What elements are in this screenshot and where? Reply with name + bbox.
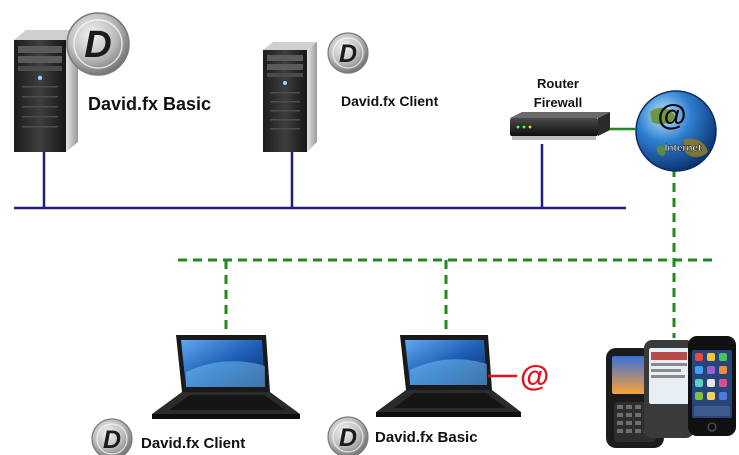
david-fx-logo-icon: D <box>66 12 130 76</box>
label-router-line1: Router <box>537 76 579 91</box>
label-server-client: David.fx Client <box>341 93 439 109</box>
internet-at-glyph: @ <box>657 99 686 132</box>
globe-icon: @ Internet <box>635 90 717 172</box>
logo-letter: D <box>339 40 357 68</box>
logo-letter: D <box>103 426 121 454</box>
label-router: Router Firewall <box>523 74 593 112</box>
label-server-basic: David.fx Basic <box>88 94 212 114</box>
logo-letter: D <box>84 24 111 66</box>
lan-connection <box>14 144 626 210</box>
david-fx-logo-icon: D <box>327 32 369 74</box>
server-tower-client <box>263 42 317 152</box>
label-laptop-basic: David.fx Basic <box>375 429 478 446</box>
router-icon <box>510 112 610 140</box>
logo-letter: D <box>339 424 357 452</box>
laptop-client <box>152 335 300 419</box>
laptop-basic <box>376 335 521 417</box>
david-fx-logo-icon: D <box>327 416 369 455</box>
wan-connection <box>178 127 718 338</box>
label-laptop-client: David.fx Client <box>141 435 246 452</box>
smartphones-icon <box>606 336 736 448</box>
internet-label: Internet <box>665 143 702 154</box>
david-fx-logo-icon: D <box>91 418 133 455</box>
label-router-line2: Firewall <box>533 95 583 110</box>
email-at-mark: @ <box>520 360 549 393</box>
